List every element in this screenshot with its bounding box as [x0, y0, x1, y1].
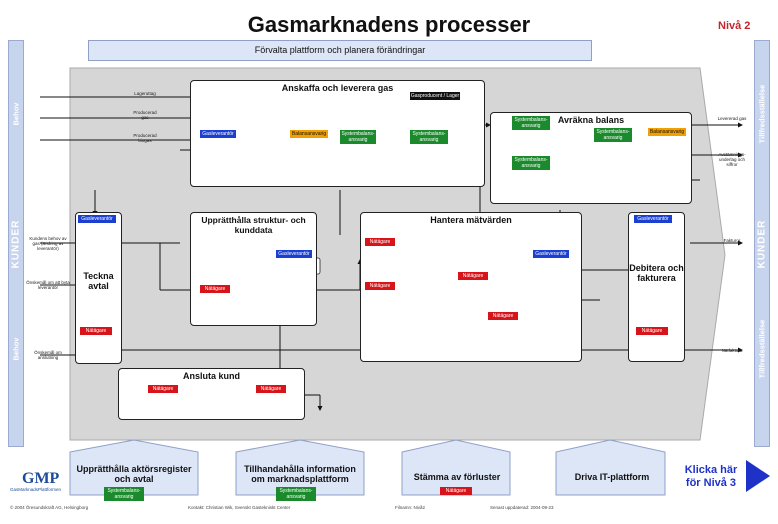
process-ansluta-title: Ansluta kund — [182, 371, 240, 381]
role-gasleverantor-2: Gasleverantör — [276, 250, 312, 258]
process-teckna[interactable]: Teckna avtal — [75, 212, 122, 364]
process-uppratthalla-title: Upprätthålla struktur- och kunddata — [201, 215, 306, 235]
nav-arrow-shape — [746, 460, 770, 492]
role-gasleverantor-4: Gasleverantör — [78, 215, 116, 223]
role-natagare-7: Nätägare — [636, 327, 668, 335]
role-natagare-5: Nätägare — [488, 312, 518, 320]
role-natagare-8: Nätägare — [148, 385, 178, 393]
label-kundens-behov: Kundens behov av gas (ändring av leveran… — [29, 236, 67, 251]
process-anskaffa-title: Anskaffa och leverera gas — [281, 83, 394, 93]
support-shape-3 — [401, 439, 511, 496]
level3-arrow-icon[interactable] — [744, 458, 772, 494]
role-systembalans-5: Systembalans-ansvarig — [512, 156, 550, 170]
label-natfaktura: Nätfaktura — [721, 348, 743, 353]
support-aktorsregister[interactable]: Upprätthålla aktörsregister och avtal — [76, 464, 192, 484]
gmp-logo-subtitle: GasMarknadsPlattformen — [10, 487, 62, 492]
left-sidebar: Behov KUNDER Behov — [8, 40, 24, 447]
role-gasleverantor-5: Gasleverantör — [634, 215, 672, 223]
support-information[interactable]: Tillhandahålla information om marknadspl… — [244, 464, 356, 484]
process-avrakna-title: Avräkna balans — [557, 115, 625, 125]
role-gasleverantor-1: Gasleverantör — [200, 130, 236, 138]
right-sidebar: Tillfredsställelse KUNDER Tillfredsställ… — [754, 40, 770, 447]
role-systembalans-4: Systembalans-ansvarig — [594, 128, 632, 142]
support-forluster-role: Nätägare — [440, 487, 472, 495]
level3-link[interactable]: Klicka här för Nivå 3 — [676, 464, 746, 490]
support-shape-1 — [69, 439, 199, 496]
label-lageruttag: Lageruttag — [134, 91, 156, 96]
process-hantera-title: Hantera mätvärden — [430, 215, 512, 225]
label-producerad-biogas: Producerad biogas — [133, 133, 157, 143]
label-levererad-gas: Levererad gas — [717, 116, 747, 121]
support-aktorsregister-role: Systembalans-ansvarig — [104, 487, 144, 501]
process-debitera[interactable]: Debitera och fakturera — [628, 212, 685, 362]
role-gasproducent: Gasproducent / Lager — [410, 92, 460, 100]
top-panel[interactable]: Förvalta plattform och planera förändrin… — [88, 40, 592, 61]
role-balansansvarig-1: Balansansvarig — [290, 130, 328, 138]
role-gasleverantor-3: Gasleverantör — [533, 250, 569, 258]
label-fakturor: Fakturor — [723, 238, 741, 243]
support-it-plattform[interactable]: Driva IT-plattform — [574, 472, 650, 482]
role-natagare-3: Nätägare — [365, 282, 395, 290]
page-title: Gasmarknadens processer — [247, 12, 531, 37]
role-systembalans-1: Systembalans-ansvarig — [340, 130, 376, 144]
label-avstamningsunderlag: Avstämnings-underlag och siffror — [718, 152, 746, 167]
level-badge: Nivå 2 — [718, 20, 751, 32]
role-natagare-6: Nätägare — [80, 327, 112, 335]
label-onskemal-byta: Önskemål om att byta leverantör — [26, 280, 70, 290]
level3-link-line1[interactable]: Klicka här — [684, 464, 738, 476]
label-onskemal-anslutning: Önskemål om anslutning — [34, 350, 62, 360]
footer-file: Filnamn: Nivå2 — [395, 505, 426, 510]
role-natagare-4: Nätägare — [458, 272, 488, 280]
footer-copyright: © 2004 Öresundskraft AG, Helsingborg — [10, 505, 89, 510]
support-shape-4 — [555, 439, 666, 496]
support-information-role: Systembalans-ansvarig — [276, 487, 316, 501]
level3-link-line2[interactable]: för Nivå 3 — [685, 477, 737, 489]
role-natagare-2: Nätägare — [365, 238, 395, 246]
role-systembalans-2: Systembalans-ansvarig — [410, 130, 448, 144]
support-forluster[interactable]: Stämma av förluster — [413, 472, 501, 482]
process-ansluta[interactable]: Ansluta kund — [118, 368, 305, 420]
label-producerad-gas: Producerad gas — [133, 110, 157, 120]
process-uppratthalla[interactable]: Upprätthålla struktur- och kunddata — [190, 212, 317, 326]
role-balansansvarig-2: Balansansvarig — [648, 128, 686, 136]
footer-updated: Senast uppdaterad: 2004-09-23 — [490, 505, 554, 510]
role-systembalans-3: Systembalans-ansvarig — [512, 116, 550, 130]
role-natagare-9: Nätägare — [256, 385, 286, 393]
support-shape-2 — [235, 439, 365, 496]
process-teckna-title: Teckna avtal — [83, 271, 114, 291]
process-debitera-title: Debitera och fakturera — [629, 263, 684, 283]
process-hantera[interactable]: Hantera mätvärden — [360, 212, 582, 362]
role-natagare-1: Nätägare — [200, 285, 230, 293]
footer-contact: Kontakt: Christian Wik, Svenskt Gastekni… — [188, 505, 291, 510]
gmp-logo: GMP — [22, 470, 60, 487]
